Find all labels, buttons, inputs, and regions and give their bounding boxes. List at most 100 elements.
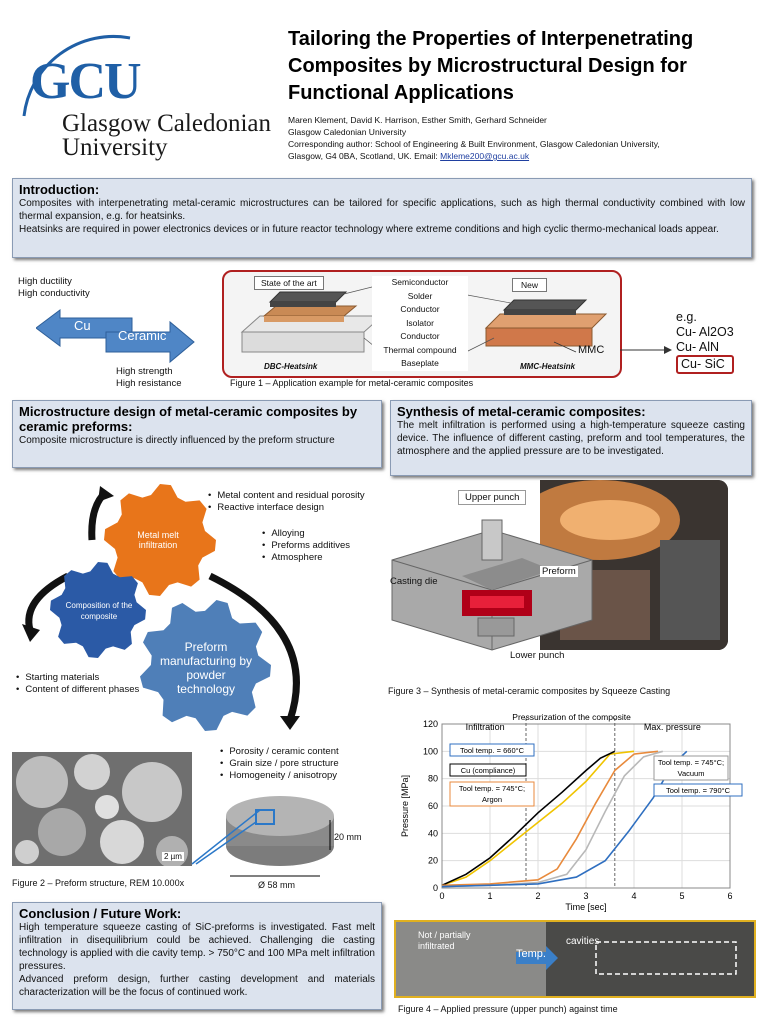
corresponding-1: Corresponding author: School of Engineer… — [288, 139, 660, 149]
series-line-2 — [441, 750, 659, 887]
inset-photo: Not / partially infiltrated Temp. caviti… — [394, 920, 756, 998]
layer-4: Isolator — [406, 317, 434, 328]
affiliation: Glasgow Caledonian University — [288, 127, 407, 137]
layer-list: Semiconductor Solder Conductor Isolator … — [372, 276, 468, 371]
upper-punch-label: Upper punch — [458, 490, 527, 505]
bullet-comp-1: Starting materials — [16, 672, 146, 684]
layer-5: Conductor — [400, 331, 440, 341]
y-tick-100: 100 — [423, 746, 438, 756]
example-2: Cu- AlN — [676, 340, 720, 354]
x-axis-label: Time [sec] — [565, 902, 606, 912]
logo-letters: GCU — [30, 53, 142, 110]
sem-texture — [12, 752, 192, 866]
conclusion-p2: Advanced preform design, further casting… — [19, 974, 375, 998]
conclusion-box: Conclusion / Future Work: High temperatu… — [12, 902, 382, 1010]
mmc-heatsink-label: MMC-Heatsink — [520, 362, 576, 371]
synth-title: Synthesis of metal-ceramic composites: — [397, 404, 646, 419]
series-line-1 — [441, 750, 616, 887]
legend-label-4: Tool temp. = 790°C — [666, 786, 731, 795]
gear-preform-shape — [140, 600, 271, 731]
bullet-comp-2: Content of different phases — [16, 684, 146, 696]
gear-preform: Preform manufacturing by powder technolo… — [159, 640, 253, 696]
plot-frame — [441, 723, 731, 889]
x-tick-0: 0 — [439, 891, 444, 901]
legend-box-1 — [449, 763, 527, 777]
arrow-head-left — [22, 624, 40, 642]
poster-title: Tailoring the Properties of Interpenetra… — [288, 26, 758, 107]
bullet-sub-2: Preforms additives — [262, 540, 382, 552]
bullet-melt-1: Metal content and residual porosity — [208, 490, 378, 502]
email-link[interactable]: Mkleme200@gcu.ac.uk — [440, 151, 530, 161]
author-block: Maren Klement, David K. Harrison, Esther… — [288, 114, 758, 162]
phase-infiltration: Infiltration — [466, 722, 505, 732]
intro-p2: Heatsinks are required in power electron… — [19, 224, 719, 235]
inset-not-infiltrated: Not / partially infiltrated — [418, 930, 471, 951]
example-1: Cu- Al2O3 — [676, 325, 734, 339]
layer-6: Thermal compound — [383, 344, 457, 355]
micro-text: Composite microstructure is directly inf… — [19, 435, 335, 446]
logo-line1: Glasgow Caledonian — [62, 110, 271, 137]
series-line-0 — [441, 750, 635, 887]
sem-image: 2 µm — [12, 752, 192, 866]
new-label: New — [512, 278, 548, 292]
y-tick-60: 60 — [428, 801, 438, 811]
gear-composition: Composition of the composite — [65, 601, 133, 621]
y-tick-40: 40 — [428, 828, 438, 838]
cu-ceramic-arrows — [36, 309, 195, 364]
title-line-1: Tailoring the Properties of Interpenetra… — [288, 28, 694, 50]
layer-3: Conductor — [400, 304, 440, 314]
layer-7: Baseplate — [401, 358, 439, 368]
preform-disk — [191, 796, 334, 877]
disk-diameter: Ø 58 mm — [258, 880, 296, 890]
intro-title: Introduction: — [19, 182, 100, 197]
casting-die-drawing — [391, 519, 593, 651]
dbc-label: DBC-Heatsink — [264, 362, 318, 371]
x-tick-1: 1 — [487, 891, 492, 901]
legend-box-3 — [653, 755, 729, 781]
bullet-pre-3: Homogeneity / anisotropy — [220, 770, 390, 782]
legend-label-2-b: Argon — [482, 795, 502, 804]
y-axis-label: Pressure [MPa] — [400, 775, 410, 837]
example-3: Cu- SiC — [676, 355, 734, 374]
inset-texture — [396, 922, 754, 996]
y-tick-20: 20 — [428, 856, 438, 866]
corresponding-2: Glasgow, G4 0BA, Scotland, UK. Email: Mk… — [288, 151, 530, 161]
eg-label: e.g. — [676, 310, 697, 324]
material-examples: e.g. Cu- Al2O3 Cu- AlN Cu- SiC — [676, 310, 734, 374]
x-tick-6: 6 — [727, 891, 732, 901]
y-tick-120: 120 — [423, 719, 438, 729]
x-tick-3: 3 — [583, 891, 588, 901]
casting-die-label: Casting die — [390, 576, 438, 587]
fig1-strength: High strength — [116, 366, 173, 377]
lower-punch-label: Lower punch — [510, 650, 565, 661]
intro-p1: Composites with interpenetrating metal-c… — [19, 198, 745, 222]
bullet-sub-3: Atmosphere — [262, 552, 382, 564]
arrow-head-right — [280, 716, 300, 730]
bullets-composition: Starting materials Content of different … — [16, 672, 146, 696]
synth-text: The melt infiltration is performed using… — [397, 420, 745, 457]
bullet-pre-2: Grain size / pore structure — [220, 758, 390, 770]
phase-pressurization: Pressurization of the composite — [512, 712, 631, 722]
bullets-preform: Porosity / ceramic content Grain size / … — [220, 746, 390, 782]
title-line-3: Functional Applications — [288, 82, 514, 104]
legend-label-3-b: Vacuum — [678, 769, 705, 778]
gcu-logo: GCU Glasgow Caledonian University — [10, 16, 285, 166]
inset-cavities: cavities — [566, 936, 600, 947]
conclusion-title: Conclusion / Future Work: — [19, 906, 182, 921]
intro-box: Introduction: Composites with interpenet… — [12, 178, 752, 258]
bullet-pre-1: Porosity / ceramic content — [220, 746, 390, 758]
fig1-resistance: High resistance — [116, 378, 182, 389]
legend-label-0: Tool temp. = 660°C — [460, 746, 525, 755]
legend-box-4 — [653, 783, 743, 797]
mmc-label: MMC — [578, 344, 605, 356]
legend-label-2: Tool temp. = 745°C; — [459, 784, 525, 793]
bullets-melt-sub: Alloying Preforms additives Atmosphere — [262, 528, 382, 564]
preform-label: Preform — [540, 566, 578, 577]
bullet-sub-1: Alloying — [262, 528, 382, 540]
y-tick-0: 0 — [433, 883, 438, 893]
synth-box: Synthesis of metal-ceramic composites: T… — [390, 400, 752, 476]
scale-bar: 2 µm — [162, 852, 184, 861]
micro-box: Microstructure design of metal-ceramic c… — [12, 400, 382, 468]
inset-temp: Temp. — [516, 948, 546, 960]
legend-label-1: Cu (compliance) — [461, 766, 516, 775]
